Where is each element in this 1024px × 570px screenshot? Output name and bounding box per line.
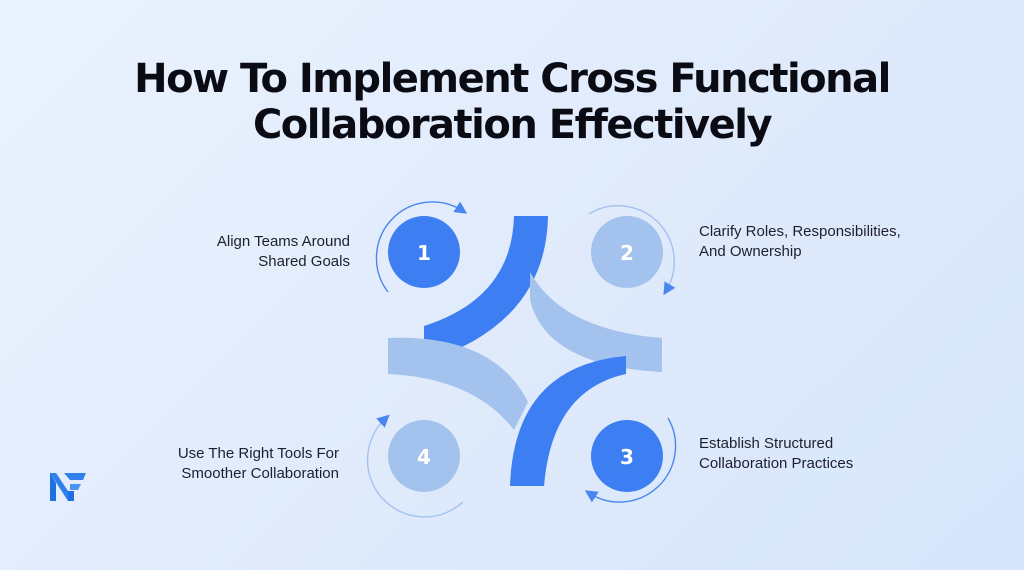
title-line-1: How To Implement Cross Functional: [134, 56, 891, 102]
step-2-circle: [591, 216, 663, 288]
step-2-line-2: And Ownership: [699, 243, 802, 260]
step-3-line-2: Collaboration Practices: [699, 455, 854, 472]
circular-arrow-icon-1: [375, 201, 468, 293]
petal-top-right: [530, 272, 662, 372]
circular-arrow-icon-4: [366, 414, 464, 518]
brand-logo-icon: [50, 473, 86, 501]
title-line-2: Collaboration Effectively: [252, 102, 773, 148]
page-title: How To Implement Cross Functional Collab…: [0, 56, 1024, 148]
step-1-circle: [388, 216, 460, 288]
step-4-line-1: Use The Right Tools For: [177, 445, 339, 462]
petal-bottom-left: [388, 337, 528, 430]
step-4-number: 4: [417, 445, 431, 469]
step-3-label: Establish Structured Collaboration Pract…: [699, 434, 853, 474]
step-2-line-1: Clarify Roles, Responsibilities,: [699, 223, 901, 240]
step-3-number: 3: [620, 445, 634, 469]
step-4-label: Use The Right Tools For Smoother Collabo…: [178, 444, 339, 484]
step-4-line-2: Smoother Collaboration: [181, 465, 339, 482]
step-1-label: Align Teams Around Shared Goals: [217, 232, 350, 272]
step-4-circle: [388, 420, 460, 492]
petal-top-left: [424, 216, 548, 362]
step-3-line-1: Establish Structured: [699, 435, 834, 452]
step-3-circle: [591, 420, 663, 492]
step-1-number: 1: [417, 241, 431, 265]
circular-arrow-icon-2: [588, 205, 676, 296]
step-2-label: Clarify Roles, Responsibilities, And Own…: [699, 222, 901, 262]
step-2-number: 2: [620, 241, 634, 265]
circular-arrow-icon-3: [584, 417, 677, 503]
step-1-line-1: Align Teams Around: [216, 233, 350, 250]
petal-bottom-right: [510, 356, 626, 486]
step-1-line-2: Shared Goals: [258, 253, 350, 270]
